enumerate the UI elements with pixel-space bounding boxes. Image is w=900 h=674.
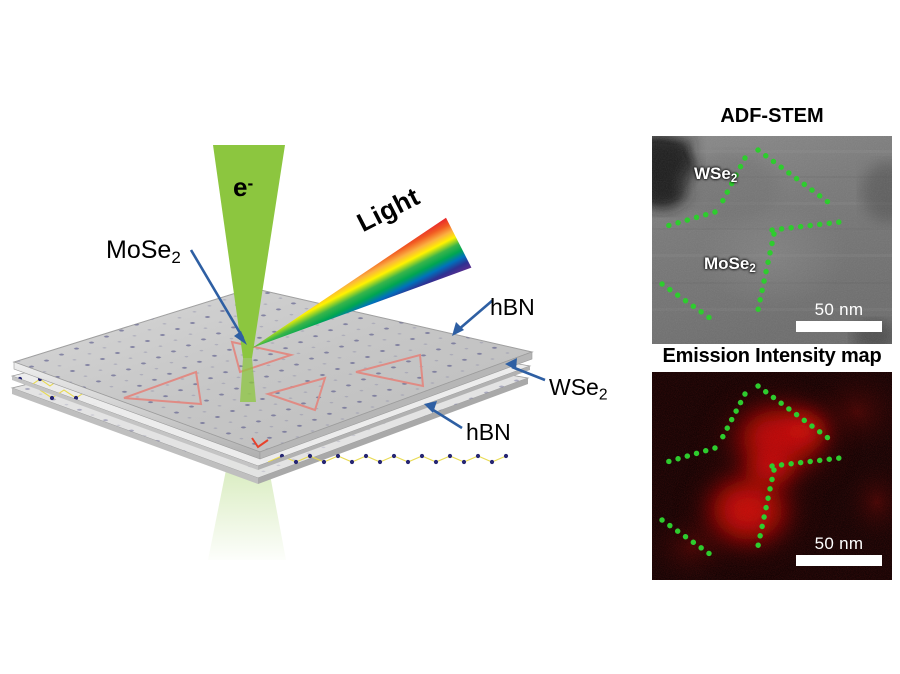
arrow-hbn-top xyxy=(457,299,494,331)
scalebar-label: 50 nm xyxy=(814,534,864,554)
annotation-arrows xyxy=(189,249,546,430)
electron-beam-upper xyxy=(213,145,285,402)
emission-map-image xyxy=(652,372,892,580)
mose2-domain-triangles xyxy=(123,340,425,412)
adf-stem-image xyxy=(652,136,892,344)
label-mose2: MoSe2 xyxy=(106,236,181,267)
scalebar-adf-stem: 50 nm xyxy=(796,301,882,332)
label-hbn-top: hBN xyxy=(490,294,535,320)
light-cone xyxy=(252,217,472,348)
schematic-canvas xyxy=(10,145,546,560)
electron-beam-lower xyxy=(208,400,286,560)
arrow-wse2 xyxy=(511,365,546,382)
label-hbn-bottom: hBN xyxy=(466,419,511,445)
hbn-top-layer xyxy=(12,287,534,460)
arrow-mose2 xyxy=(189,249,245,339)
panel-title-emission: Emission Intensity map xyxy=(662,345,882,367)
scalebar-bar xyxy=(796,321,882,332)
grain-boundary-overlay xyxy=(657,383,843,560)
scalebar-emission: 50 nm xyxy=(796,535,882,566)
grain-boundary-overlay xyxy=(657,147,843,324)
heterostructure-schematic: MoSe2 hBN WSe2 hBN e- Light xyxy=(10,145,608,560)
arrow-hbn-bottom xyxy=(429,406,463,430)
panel-title-adf-stem: ADF-STEM xyxy=(720,105,824,127)
adf-stem-panel: WSe2 MoSe2 50 nm xyxy=(652,136,892,344)
emission-map-panel: 50 nm xyxy=(652,372,892,580)
scalebar-bar xyxy=(796,555,882,566)
stem-region-label-mose2: MoSe2 xyxy=(704,254,756,276)
scalebar-label: 50 nm xyxy=(814,300,864,320)
stem-region-label-wse2: WSe2 xyxy=(694,164,738,186)
label-wse2: WSe2 xyxy=(549,374,608,404)
label-electron-beam: e- xyxy=(233,172,254,202)
